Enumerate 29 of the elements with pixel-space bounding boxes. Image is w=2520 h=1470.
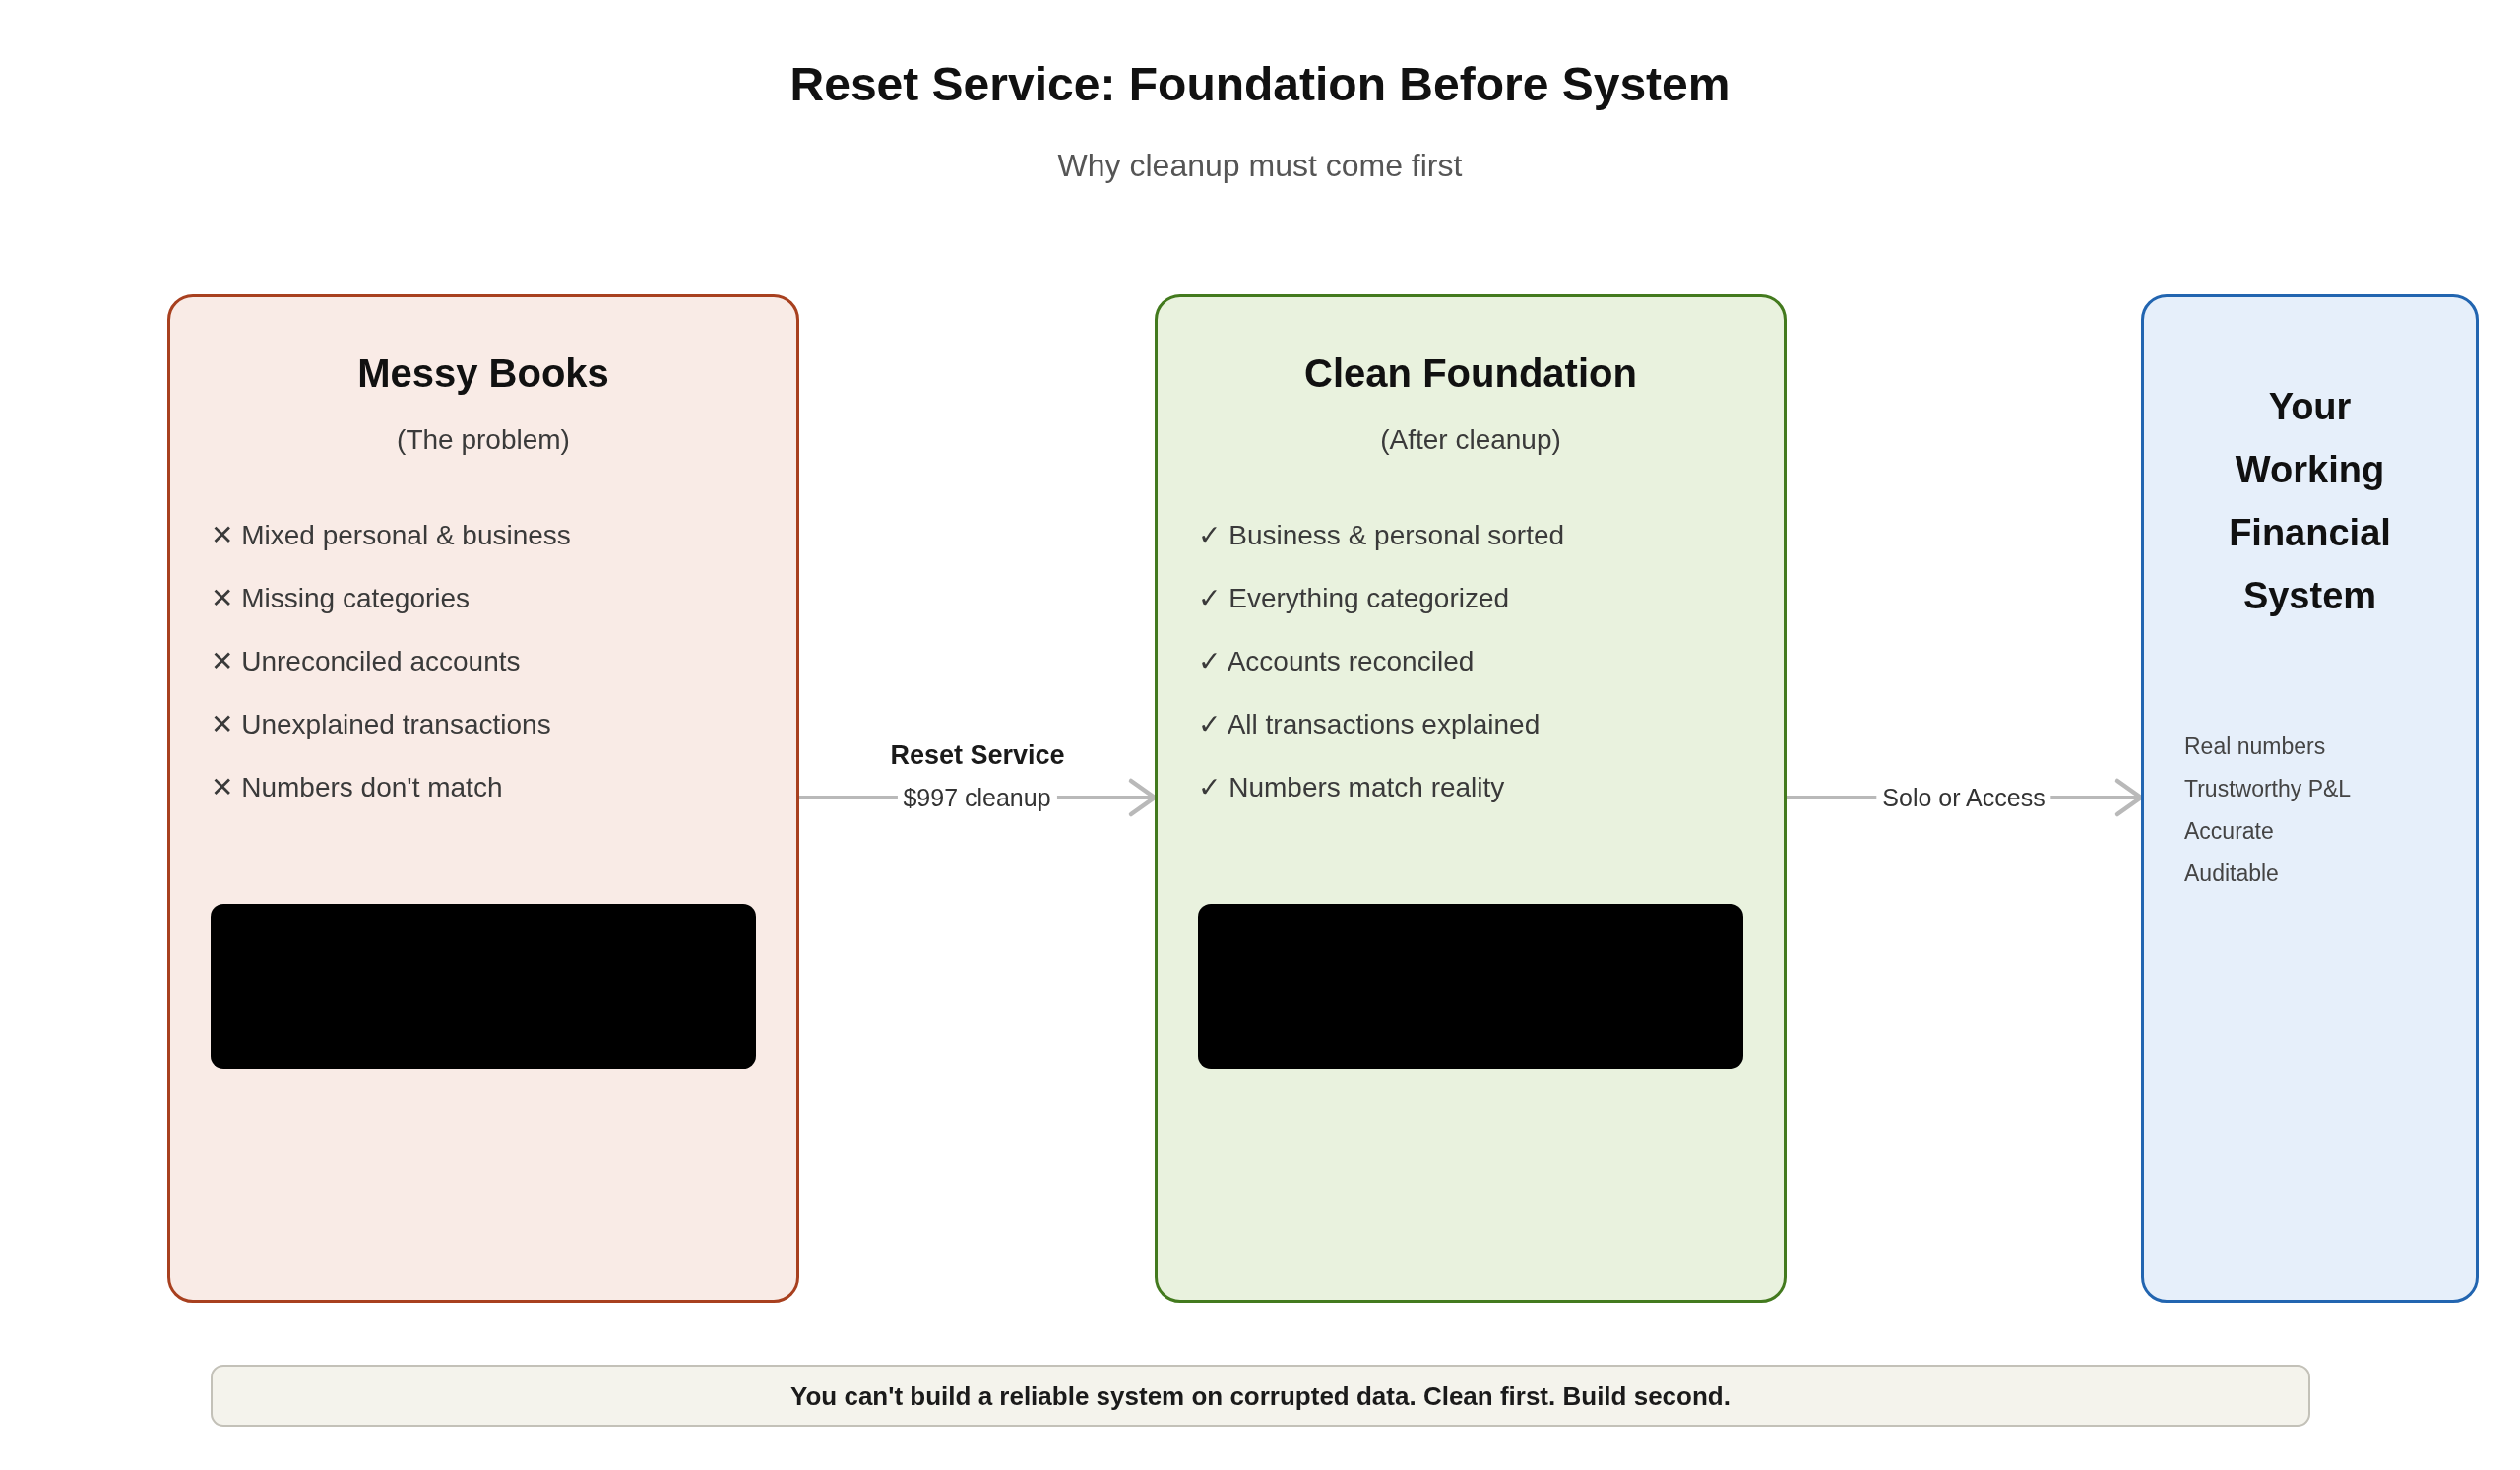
benefit-item: Real numbers — [2184, 733, 2326, 761]
panel-heading: Clean Foundation — [1304, 351, 1637, 397]
checklist-item: ✕ Mixed personal & business — [211, 519, 571, 552]
benefit-item: Accurate — [2184, 817, 2274, 846]
redacted-block — [211, 904, 756, 1069]
panel-heading: Your Working Financial System — [2228, 385, 2392, 618]
checklist-item: ✓ Everything categorized — [1198, 582, 1510, 615]
panel-subtitle: (The problem) — [397, 423, 570, 457]
diagram-subtitle: Why cleanup must come first — [1057, 147, 1463, 185]
checklist-item: ✓ Business & personal sorted — [1198, 519, 1565, 552]
benefit-item: Trustworthy P&L — [2184, 775, 2352, 803]
benefit-item: Auditable — [2184, 860, 2279, 888]
checklist-item: ✕ Unreconciled accounts — [211, 645, 521, 678]
checklist-item: ✓ All transactions explained — [1198, 708, 1541, 741]
checklist-item: ✕ Missing categories — [211, 582, 471, 615]
checklist-item: ✓ Numbers match reality — [1198, 771, 1505, 804]
checklist-item: ✕ Numbers don't match — [211, 771, 503, 804]
checklist-item: ✕ Unexplained transactions — [211, 708, 551, 741]
redacted-block — [1198, 904, 1743, 1069]
stage-panel — [1155, 294, 1787, 1303]
note-text: You can't build a reliable system on corrupted data. Clean first. Build second. — [790, 1379, 1731, 1413]
diagram-title: Reset Service: Foundation Before System — [789, 57, 1731, 112]
checklist-item: ✓ Accounts reconciled — [1198, 645, 1475, 678]
service-label: Reset Service — [890, 739, 1065, 772]
stage-panel — [167, 294, 799, 1303]
stage-panel — [2141, 294, 2479, 1303]
note-banner — [211, 1365, 2310, 1427]
panel-subtitle: (After cleanup) — [1380, 423, 1561, 457]
panel-heading: Messy Books — [357, 351, 609, 397]
